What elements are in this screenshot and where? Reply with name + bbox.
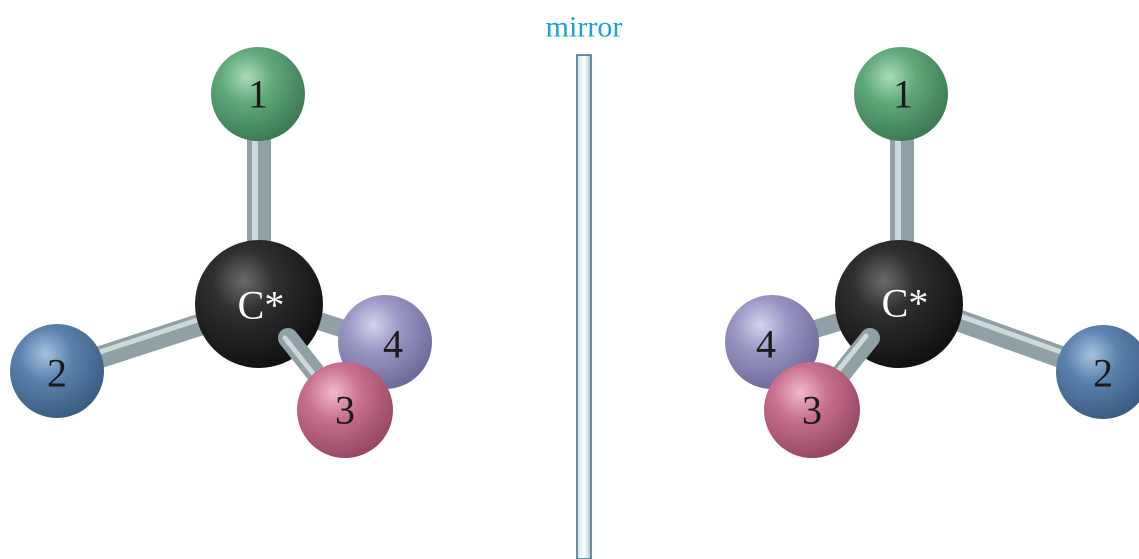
right-atom-2-label: 2: [1093, 351, 1113, 396]
left-atom-4-label: 4: [383, 322, 403, 367]
right-center-label: C*: [882, 281, 929, 326]
mirror-plane: [576, 54, 592, 559]
right-atom-1-label: 1: [893, 72, 913, 117]
right-atom-4-label: 4: [756, 322, 776, 367]
left-atom-3: 3: [297, 362, 393, 458]
right-atom-2: 2: [1056, 325, 1139, 419]
left-atom-2-label: 2: [47, 351, 67, 396]
left-atom-3-label: 3: [335, 388, 355, 433]
left-molecule: 4 C* 1 2 3: [10, 47, 432, 458]
left-atom-1: 1: [211, 47, 305, 141]
right-atom-1: 1: [854, 47, 948, 141]
left-atom-1-label: 1: [248, 72, 268, 117]
mirror-label: mirror: [546, 11, 623, 44]
left-center-label: C*: [238, 283, 285, 328]
right-atom-3-label: 3: [802, 388, 822, 433]
left-atom-2: 2: [10, 324, 104, 418]
right-atom-3: 3: [764, 362, 860, 458]
right-molecule: 4 C* 1 2 3: [725, 47, 1139, 458]
